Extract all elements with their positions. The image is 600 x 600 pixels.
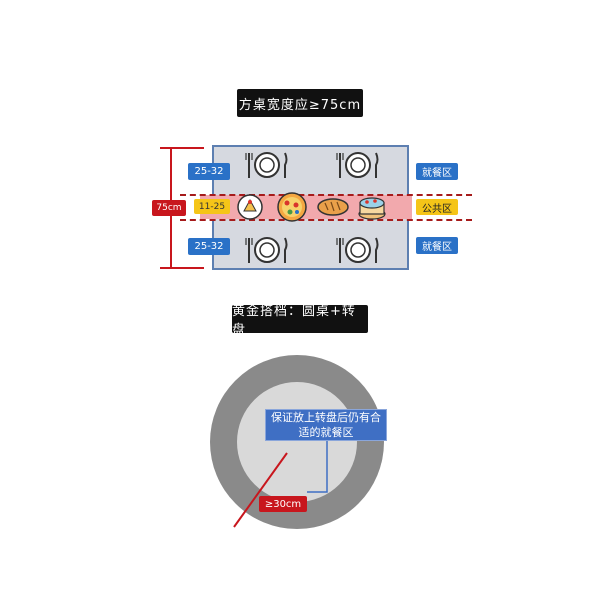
table-width-label: 75cm [152, 200, 186, 216]
pizza-icon [277, 192, 307, 222]
round-table-title: 黄金搭档：圆桌+转盘 [232, 304, 368, 338]
dining-depth-top-label: 25-32 [188, 163, 230, 180]
square-table-title: 方桌宽度应≥75cm [237, 89, 363, 117]
public-zone-bottom-dashline [180, 219, 472, 221]
width-dimension-top-tick [160, 147, 204, 149]
lazy-susan-inner [237, 382, 357, 502]
bread-icon [317, 198, 349, 216]
lazy-susan-callout: 保证放上转盘后仍有合适的就餐区 [265, 409, 387, 441]
place-setting-icon [336, 237, 379, 263]
dining-depth-bottom-label: 25-32 [188, 238, 230, 255]
dining-zone-top-label: 就餐区 [416, 163, 458, 180]
cake-icon [358, 197, 386, 220]
public-zone-label: 公共区 [416, 199, 458, 215]
callout-leader-line [307, 441, 328, 493]
public-depth-label: 11-25 [194, 199, 230, 214]
dining-ring-measure-label: ≥30cm [259, 496, 307, 512]
width-dimension-bottom-tick [160, 267, 204, 269]
dessert-plate-icon [237, 194, 263, 220]
radius-measure-line [233, 452, 288, 528]
dining-zone-bottom-label: 就餐区 [416, 237, 458, 254]
public-zone-top-dashline [180, 194, 472, 196]
place-setting-icon [336, 152, 379, 178]
place-setting-icon [245, 152, 288, 178]
place-setting-icon [245, 237, 288, 263]
